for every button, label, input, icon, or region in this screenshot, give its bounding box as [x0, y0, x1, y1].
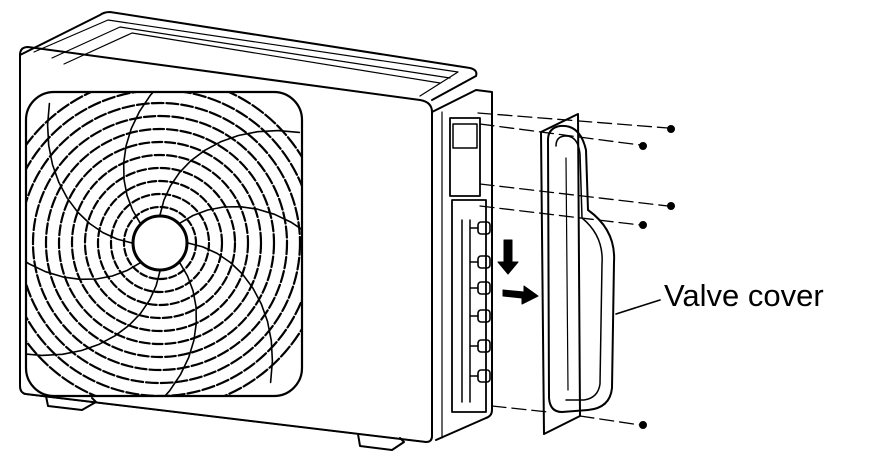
- valve-bracket: [451, 199, 487, 413]
- terminal-block: [452, 123, 478, 149]
- valve-cover-shell-crease: [565, 157, 569, 391]
- valve-fitting: [477, 221, 491, 235]
- valve-fitting: [477, 309, 491, 323]
- alignment-line-4: [479, 205, 641, 226]
- fan-ring: [31, 114, 289, 372]
- outdoor-unit: [19, 11, 493, 443]
- fan-grille-rings: [26, 92, 302, 396]
- screws: [639, 125, 675, 429]
- fan-ring: [26, 101, 302, 385]
- fan-ring: [44, 127, 276, 359]
- fan-spoke: [138, 262, 198, 396]
- fan-ring: [122, 205, 198, 281]
- alignment-line-2: [479, 123, 641, 146]
- arrow-right-icon: [502, 285, 539, 305]
- fan-hub: [131, 214, 189, 272]
- valve-cover-leader-line: [615, 299, 661, 315]
- alignment-line-5: [491, 405, 641, 426]
- screw-4: [639, 221, 647, 229]
- valve-cover-label: Valve cover: [664, 278, 824, 313]
- unit-front-face: [19, 46, 433, 443]
- valve-fitting: [477, 281, 491, 295]
- unit-bottom-edge: [23, 393, 427, 443]
- alignment-line-1: [477, 112, 669, 129]
- service-valve-area: [449, 117, 491, 413]
- fan-grille: [24, 90, 304, 398]
- fan-spoke: [179, 205, 302, 265]
- foot-left: [45, 395, 97, 411]
- fan-spoke: [26, 270, 161, 357]
- screw-3: [667, 202, 675, 210]
- screw-2: [639, 142, 647, 150]
- fan-ring: [96, 179, 224, 307]
- screw-5: [639, 421, 647, 429]
- valve-cover: [540, 113, 616, 435]
- fan-spoke: [187, 242, 274, 384]
- valve-cover-shell-outer: [547, 124, 616, 413]
- valve-cover-plate: [540, 113, 581, 435]
- fan-spoke: [46, 102, 133, 244]
- fan-spoke: [159, 129, 301, 216]
- alignment-lines: [477, 112, 669, 426]
- arrows: [497, 239, 539, 305]
- valve-fitting: [477, 369, 491, 383]
- electrical-box: [449, 117, 481, 197]
- arrow-down-icon: [497, 239, 519, 275]
- unit-side-panel: [431, 89, 493, 441]
- fan-spoke: [26, 221, 141, 281]
- unit-top-rib-1: [51, 26, 451, 79]
- valve-fittings: [469, 221, 491, 383]
- fan-ring: [109, 192, 211, 294]
- fan-ring: [70, 153, 250, 333]
- unit-feet: [45, 395, 405, 451]
- unit-top-inner-line: [33, 19, 459, 97]
- fan-ring: [83, 166, 237, 320]
- fan-spoke: [122, 92, 182, 224]
- unit-top-rib-2: [63, 32, 441, 84]
- alignment-line-3: [479, 183, 669, 207]
- unit-top-panel: [19, 11, 478, 101]
- screw-1: [667, 125, 675, 133]
- fan-grille-spokes: [26, 92, 302, 396]
- fan-ring: [57, 140, 263, 346]
- valve-fitting: [477, 255, 491, 269]
- valve-fitting: [477, 339, 491, 353]
- foot-right: [357, 433, 405, 451]
